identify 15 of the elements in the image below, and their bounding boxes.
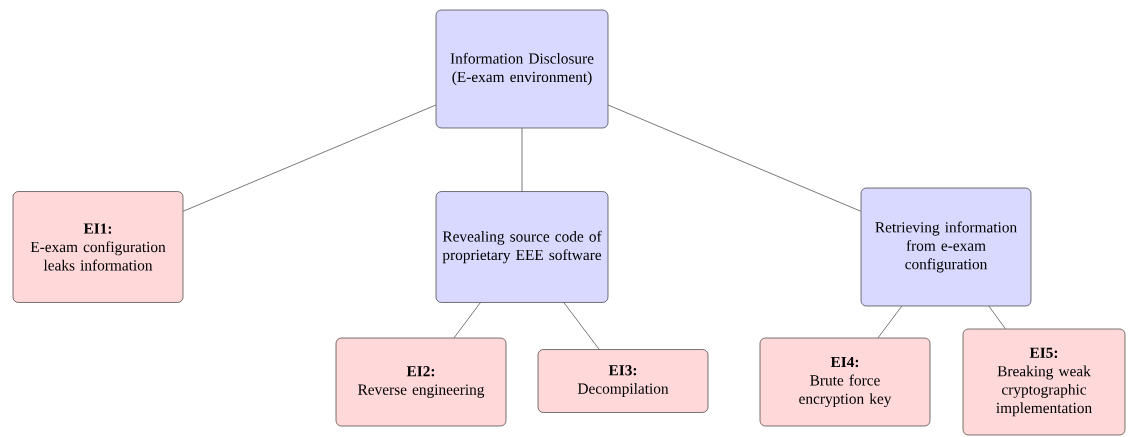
goal-box: Revealing source code of proprietary EEE software	[435, 191, 609, 303]
attack-box: EI2: Reverse engineering	[335, 337, 507, 427]
connector-line	[877, 306, 902, 338]
attack-box: EI4: Brute force encryption key	[759, 337, 931, 427]
goal-box: Retrieving information from e-exam configuration	[860, 187, 1032, 307]
attack-box: EI3: Decompilation	[537, 349, 709, 413]
attack-box: EI1: E-exam configuration leaks information	[12, 191, 184, 303]
goal-box: Information Disclosure (E-exam environment)	[435, 9, 609, 129]
connector-line	[183, 104, 436, 212]
attack-box: EI5: Breaking weak cryptographic implementation	[962, 328, 1126, 436]
connector-line	[988, 306, 1006, 329]
connector-line	[608, 104, 861, 212]
connector-line	[521, 128, 523, 192]
connector-line	[453, 302, 481, 338]
connector-line	[563, 302, 600, 350]
